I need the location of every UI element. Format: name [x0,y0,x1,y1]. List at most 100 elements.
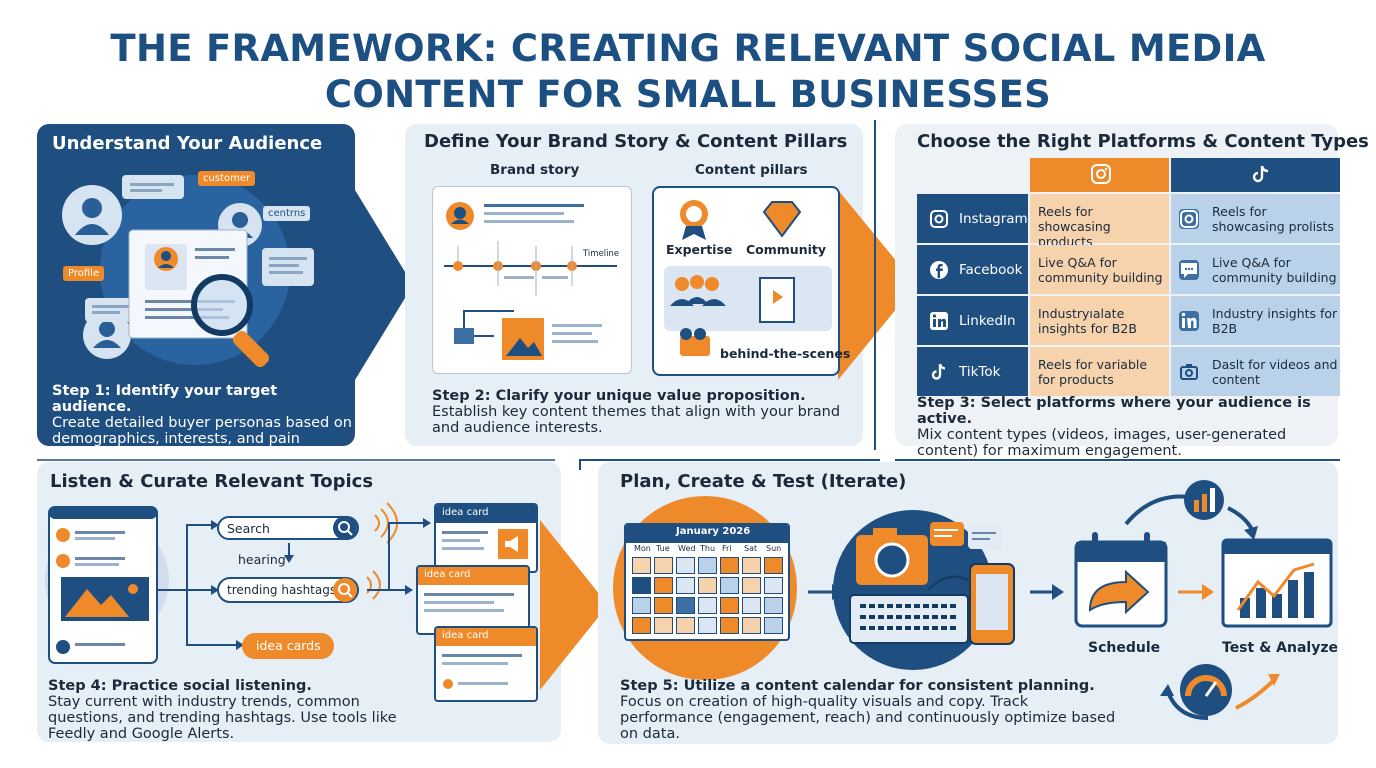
panel5-title: Plan, Create & Test (Iterate) [620,471,907,492]
platform-col1-text: Live Q&A for community building [1038,254,1163,285]
calendar-cell[interactable] [764,577,783,594]
calendar-cell[interactable] [654,597,673,614]
platform-name-cell[interactable]: Instagram [917,194,1028,243]
calendar-cell[interactable] [742,577,761,594]
content-pillars-label: Content pillars [695,162,808,178]
calendar-cell[interactable] [720,617,739,634]
profile-bubble: Profile [63,266,105,281]
panel2-step-text: Establish key content themes that align … [432,404,841,436]
panel4-step: Step 4: Practice social listening. Stay … [48,678,398,742]
calendar-cell[interactable] [720,557,739,574]
platform-col2-text: Reels for showcasing prolists [1212,203,1334,234]
platform-col2-icon [1179,310,1199,331]
idea-card-3-label: idea card [442,630,489,641]
platform-col2-icon [1179,259,1199,280]
panel3-step-text: Mix content types (videos, images, user-… [917,427,1287,459]
centrns-bubble: centrns [263,206,311,221]
panel2-step: Step 2: Clarify your unique value propos… [432,388,857,436]
calendar-cell[interactable] [676,597,695,614]
calendar-cell[interactable] [654,617,673,634]
platform-name: TikTok [959,363,1001,380]
idea-card-3-lines [442,654,522,689]
panel1-step-text: Create detailed buyer personas based on … [52,415,352,463]
search-icon [333,516,357,540]
idea-card-1 [434,503,538,573]
calendar-cell[interactable] [764,557,783,574]
panel5-step: Step 5: Utilize a content calendar for c… [620,678,1120,742]
panel4-step-heading: Step 4: Practice social listening. [48,678,312,694]
panel2-step-heading: Step 2: Clarify your unique value propos… [432,388,806,404]
instagram-icon [1091,164,1111,184]
platform-row: LinkedIn Industryıalate insights for B2B… [917,296,1340,345]
divider-line-horizontal [579,459,1340,470]
calendar-day: Fri [722,544,732,553]
search-box[interactable]: Search [217,516,359,540]
calendar-day: Sun [766,544,782,553]
calendar-cell[interactable] [632,557,651,574]
test-analyze-label: Test & Analyze [1222,640,1338,656]
platform-name-cell[interactable]: LinkedIn [917,296,1028,345]
divider-line-left [37,459,555,461]
platform-col2-icon [1179,208,1199,229]
panel4-title: Listen & Curate Relevant Topics [50,471,374,492]
panel1-step-heading: Step 1: Identify your target audience. [52,383,278,415]
page-title: THE FRAMEWORK: CREATING RELEVANT SOCIAL … [0,26,1376,118]
divider-line-vertical [874,120,876,450]
calendar-cell[interactable] [764,617,783,634]
calendar-cell[interactable] [632,577,651,594]
customer-bubble: customer [198,171,256,186]
panel5-step-text: Focus on creation of high-quality visual… [620,694,1116,742]
brand-story-label: Brand story [490,162,580,178]
calendar-cell[interactable] [720,577,739,594]
trending-label: trending hashtags [227,583,337,597]
calendar-cell[interactable] [742,617,761,634]
calendar-cell[interactable] [632,597,651,614]
calendar-cell[interactable] [698,557,717,574]
idea-card-1-lines [442,531,488,550]
platform-icon [931,363,946,380]
instagram-header-cell [1030,158,1169,192]
hearing-label: hearing [238,552,286,567]
platform-col1-text: Reels for showcasing products [1038,203,1111,249]
panel3-title: Choose the Right Platforms & Content Typ… [917,131,1369,152]
calendar-cell[interactable] [676,557,695,574]
platform-col1-text: Industryıalate insights for B2B [1038,305,1137,336]
calendar-cell[interactable] [764,597,783,614]
brand-story-illustration [444,202,617,360]
platform-col1-cell: Live Q&A for community building [1030,245,1169,294]
calendar-cell[interactable] [698,577,717,594]
calendar-cell[interactable] [698,617,717,634]
idea-card-3 [434,626,538,702]
title-line-2: CONTENT FOR SMALL BUSINESSES [324,73,1052,116]
gauge-icon [1160,664,1280,720]
calendar-cell[interactable] [720,597,739,614]
calendar-cell[interactable] [654,577,673,594]
audience-illustration [62,175,314,368]
platform-row: Facebook Live Q&A for community building… [917,245,1340,294]
pillar-community: Community [746,242,827,257]
platform-name-cell[interactable]: TikTok [917,347,1028,396]
platform-icon [930,311,948,330]
panel5-step-heading: Step 5: Utilize a content calendar for c… [620,678,1095,694]
calendar-cell[interactable] [654,557,673,574]
platform-col2-text: Industry insights for B2B [1212,305,1338,336]
timeline-label: Timeline [583,249,620,259]
pillar-behind-scenes: behind-the-scenes [720,346,851,361]
title-line-1: THE FRAMEWORK: CREATING RELEVANT SOCIAL … [110,27,1266,70]
calendar-day: Sat [744,544,758,553]
pillar-expertise: Expertise [666,242,733,257]
calendar-cell[interactable] [676,617,695,634]
calendar-cell[interactable] [742,597,761,614]
platform-col2-cell: Daslt for videos and content [1171,347,1340,396]
schedule-label: Schedule [1088,640,1161,656]
calendar-cell[interactable] [632,617,651,634]
idea-card-2-lines [424,593,514,612]
trending-box[interactable]: trending hashtags [217,577,359,603]
calendar-cell[interactable] [698,597,717,614]
platform-name-cell[interactable]: Facebook [917,245,1028,294]
panel1-title: Understand Your Audience [52,133,323,154]
platform-icon [930,209,948,228]
calendar-cell[interactable] [676,577,695,594]
calendar-cell[interactable] [742,557,761,574]
search-icon-orange [333,578,357,602]
